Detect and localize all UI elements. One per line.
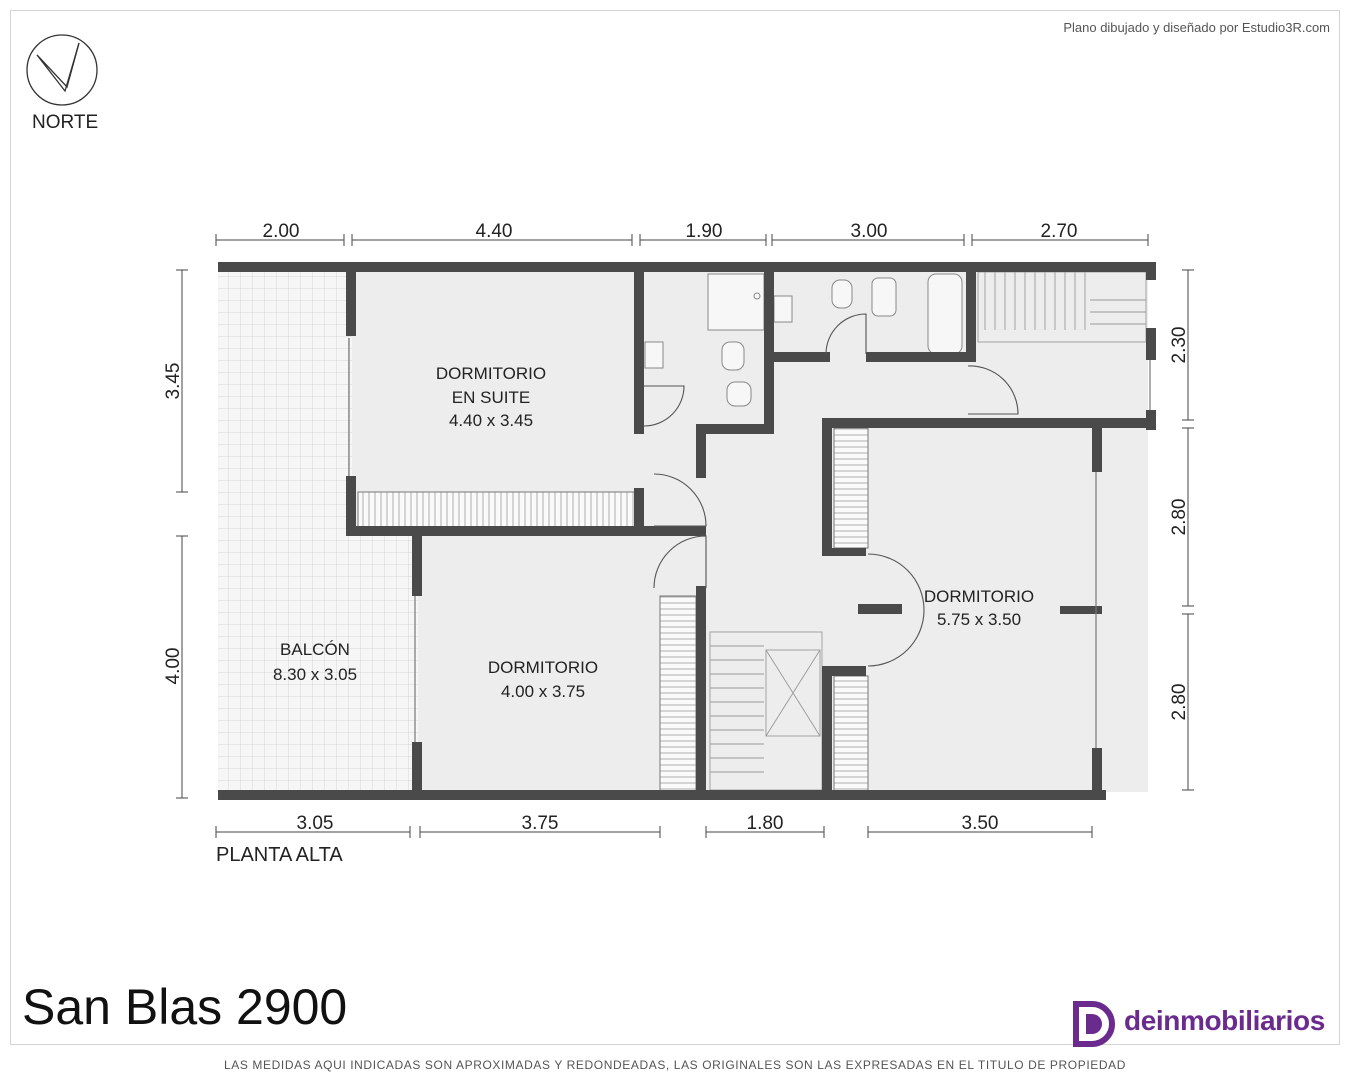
walls (218, 262, 1156, 800)
room-dorm2-name: DORMITORIO (488, 658, 598, 677)
dorm2-closet (659, 595, 697, 793)
page-frame (10, 10, 1340, 1045)
dim-bottom-4: 3.50 (962, 813, 999, 834)
dim-left-2: 4.00 (163, 648, 184, 685)
dimension-lines (176, 234, 1194, 838)
dim-bottom-1: 3.05 (297, 813, 334, 834)
north-compass-icon (26, 34, 98, 106)
bathroom-fixtures (644, 273, 963, 407)
dim-right-1: 2.30 (1169, 327, 1190, 364)
room-dorm3-size: 5.75 x 3.50 (937, 610, 1021, 629)
dim-top-4: 3.00 (851, 221, 888, 242)
dorm3-closet-bottom (833, 675, 869, 793)
dim-top-5: 2.70 (1041, 221, 1078, 242)
brand-logo: deinmobiliarios (1072, 1000, 1342, 1048)
room-suite-size: 4.40 x 3.45 (449, 411, 533, 430)
plan-title: PLANTA ALTA (216, 844, 343, 866)
suite-closet (357, 491, 637, 529)
brand-d-icon (1073, 1001, 1115, 1047)
dim-right-2: 2.80 (1169, 499, 1190, 536)
address-title: San Blas 2900 (22, 979, 348, 1035)
dim-bottom-2: 3.75 (522, 813, 559, 834)
credit-text: Plano dibujado y diseñado por Estudio3R.… (1063, 20, 1330, 35)
brand-name: deinmobiliarios (1124, 1005, 1325, 1036)
north-label: NORTE (32, 112, 99, 133)
room-dorm2-size: 4.00 x 3.75 (501, 682, 585, 701)
room-dorm3-name: DORMITORIO (924, 587, 1034, 606)
room-balcony-size: 8.30 x 3.05 (273, 665, 357, 684)
windows (348, 338, 1151, 748)
dim-right-3: 2.80 (1169, 684, 1190, 721)
room-suite-name-2: EN SUITE (452, 388, 530, 407)
room-balcony-name: BALCÓN (280, 640, 350, 659)
disclaimer-text: LAS MEDIDAS AQUI INDICADAS SON APROXIMAD… (224, 1058, 1126, 1072)
room-suite-name: DORMITORIO (436, 364, 546, 383)
dim-bottom-3: 1.80 (747, 813, 784, 834)
dim-top-2: 4.40 (476, 221, 513, 242)
dim-top-3: 1.90 (686, 221, 723, 242)
dorm3-closet-top (833, 427, 869, 549)
balcony-floor-lower (218, 535, 418, 792)
dim-left-1: 3.45 (163, 363, 184, 400)
dim-top-1: 2.00 (263, 221, 300, 242)
door-swings (643, 313, 1019, 667)
